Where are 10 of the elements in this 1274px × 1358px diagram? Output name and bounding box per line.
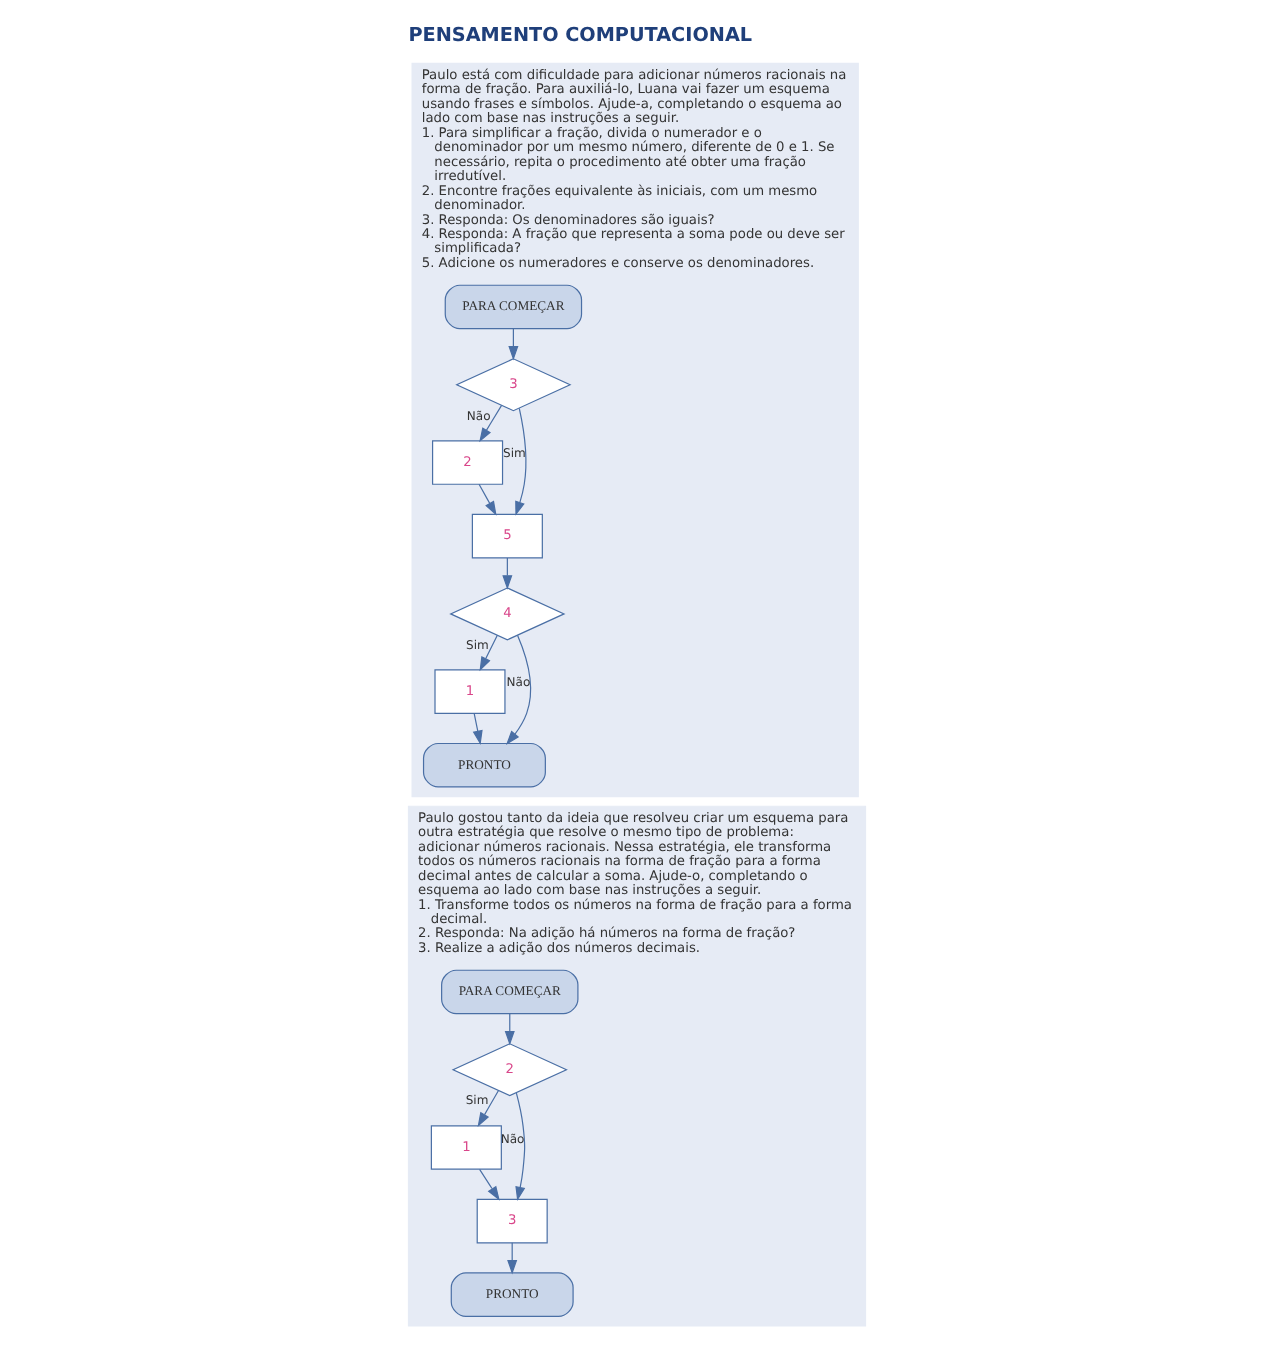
arrow [479, 404, 503, 443]
arrow [515, 407, 527, 516]
arrow [515, 1092, 526, 1202]
arrow [479, 1168, 500, 1201]
diagram-title: PENSAMENTO COMPUTACIONAL [408, 25, 753, 48]
arrow [478, 483, 497, 516]
arrow [477, 1090, 499, 1127]
arrow [472, 712, 483, 746]
arrow [479, 634, 498, 672]
arrow [505, 634, 532, 745]
